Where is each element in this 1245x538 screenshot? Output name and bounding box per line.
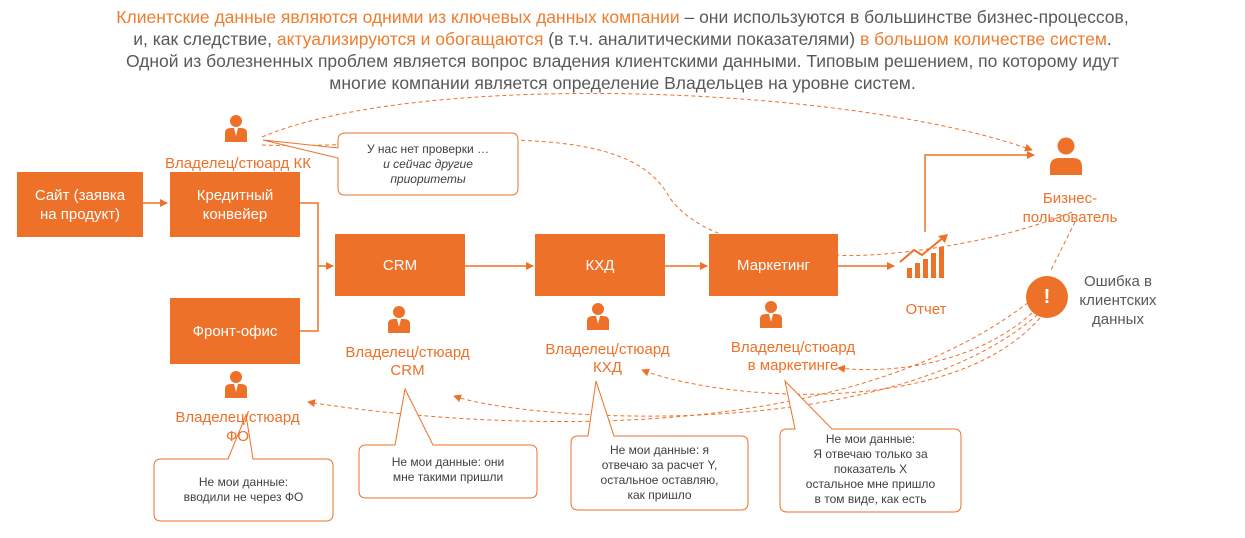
callout-crm-text: Не мои данные: они мне такими пришли: [361, 455, 535, 485]
callout-crm: [358, 387, 538, 499]
callout-mkt-line1: Не мои данные:: [825, 432, 916, 446]
dash-user-error: [1049, 221, 1076, 273]
dash-error-kxd: [641, 317, 1041, 395]
callout-fo-line1: Не мои данные:: [198, 475, 289, 489]
owner-marketing-label: Владелец/стюард в маркетинге: [718, 339, 868, 375]
owner-crm-line2: CRM: [390, 362, 425, 379]
header-text-1: – они используются в большинстве бизнес-…: [679, 7, 1129, 27]
callout-kk-text: У нас нет проверки … и сейчас другие при…: [340, 142, 516, 187]
owner-fo-label: Владелец/стюард ФО: [175, 408, 300, 446]
callout-mkt-line5: в том виде, как есть: [814, 492, 927, 506]
owner-crm-line1: Владелец/стюард: [345, 344, 470, 361]
box-credit-label: Кредитный конвейер: [196, 186, 274, 223]
callout-kxd-line1: Не мои данные: я: [609, 443, 710, 457]
dash-error-marketing: [837, 312, 1033, 373]
owner-kk-label: Владелец/стюард КК: [165, 155, 311, 172]
owner-mkt-line2: в маркетинге: [747, 357, 839, 374]
header-highlight-3: в большом количестве систем: [859, 29, 1107, 49]
box-front-label: Фронт-офис: [192, 322, 278, 340]
callout-kk-line2-text: и сейчас другие: [383, 157, 473, 171]
box-front-office: Фронт-офис: [170, 298, 300, 364]
callout-crm-line2: мне такими пришли: [392, 470, 504, 484]
callout-marketing-text: Не мои данные: Я отвечаю только за показ…: [782, 432, 959, 507]
line-front-crm: [300, 266, 319, 332]
owner-crm-label: Владелец/стюард CRM: [345, 344, 470, 380]
owner-fo-line1: Владелец/стюард: [175, 409, 300, 426]
dash-kk-user: [261, 92, 1033, 152]
box-kxd: КХД: [535, 234, 665, 296]
callout-kxd-line4: как пришло: [627, 488, 692, 502]
box-crm-label: CRM: [382, 256, 418, 274]
error-line1: Ошибка в: [1083, 273, 1153, 290]
callout-mkt-line4: остальное мне пришло: [805, 477, 936, 491]
callout-kk-line3: приоритеты: [340, 172, 516, 187]
owner-kxd-line2: КХД: [593, 359, 622, 376]
owner-mkt-line1: Владелец/стюард: [730, 339, 856, 356]
warning-icon: [1026, 276, 1068, 318]
header-line-4: многие компании является определение Вла…: [329, 73, 916, 93]
header-text-2a: и, как следствие,: [133, 29, 277, 49]
person-icon-marketing: [760, 301, 782, 328]
box-marketing-label: Маркетинг: [737, 256, 810, 274]
header-line-1: Клиентские данные являются одними из клю…: [0, 6, 1245, 28]
header-text: Клиентские данные являются одними из клю…: [0, 6, 1245, 94]
report-label: Отчет: [905, 301, 947, 318]
callout-kxd-text: Не мои данные: я отвечаю за расчет Y, ос…: [573, 443, 746, 503]
person-icon-kk: [225, 115, 247, 142]
callout-fo-line2: вводили не через ФО: [183, 490, 304, 504]
dash-error-crm: [453, 304, 1049, 417]
arrow-credit-crm: [300, 202, 334, 270]
box-credit-conveyor: Кредитный конвейер: [170, 172, 300, 237]
box-site: Сайт (заявка на продукт): [17, 172, 143, 237]
callout-kxd: [570, 380, 749, 511]
business-user-line2: пользователь: [1022, 209, 1118, 226]
business-user-line1: Бизнес-: [1042, 190, 1098, 207]
callout-kk-line1: У нас нет проверки …: [366, 142, 490, 156]
callout-fo-text: Не мои данные: вводили не через ФО: [156, 475, 331, 505]
callout-crm-line1: Не мои данные: они: [391, 455, 505, 469]
box-kxd-label: КХД: [585, 256, 615, 274]
error-line3: данных: [1092, 311, 1144, 328]
box-site-label: Сайт (заявка на продукт): [34, 186, 126, 223]
callout-kk-line2: и сейчас другие: [340, 157, 516, 172]
user-icon: [1050, 137, 1082, 175]
growth-chart-icon: [899, 234, 948, 278]
owner-kxd-label: Владелец/стюард КХД: [545, 341, 670, 377]
callout-kk: [262, 132, 519, 196]
box-marketing: Маркетинг: [709, 234, 838, 296]
header-highlight-2: актуализируются и обогащаются: [276, 29, 544, 49]
error-label: Ошибка в клиентских данных: [1074, 272, 1162, 329]
owner-kxd-line1: Владелец/стюард: [545, 341, 670, 358]
header-line-2: и, как следствие, актуализируются и обог…: [0, 28, 1245, 50]
callout-kxd-line2: отвечаю за расчет Y,: [601, 458, 718, 472]
callout-kxd-line3: остальное оставляю,: [600, 473, 719, 487]
person-icon-crm: [388, 306, 410, 333]
dash-error-fo: [307, 279, 1056, 423]
header-text-2c: .: [1106, 29, 1112, 49]
warning-mark: !: [1043, 286, 1051, 308]
callout-fo: [153, 413, 334, 522]
box-crm: CRM: [335, 234, 465, 296]
person-icon-fo: [225, 371, 247, 398]
callout-mkt-line3: показатель X: [833, 462, 908, 476]
callout-marketing: [779, 379, 962, 513]
header-line-3: Одной из болезненных проблем является во…: [125, 51, 1120, 71]
owner-fo-line2: ФО: [225, 428, 250, 445]
person-icon-kxd: [587, 303, 609, 330]
header-text-2b: (в т.ч. аналитическими показателями): [543, 29, 860, 49]
business-user-label: Бизнес- пользователь: [1000, 189, 1140, 227]
callout-mkt-line2: Я отвечаю только за: [813, 447, 928, 461]
error-line2: клиентских: [1079, 292, 1157, 309]
arrow-report-user: [924, 151, 1035, 232]
header-highlight-1: Клиентские данные являются одними из клю…: [116, 7, 680, 27]
callout-kk-line3-text: приоритеты: [390, 172, 466, 186]
